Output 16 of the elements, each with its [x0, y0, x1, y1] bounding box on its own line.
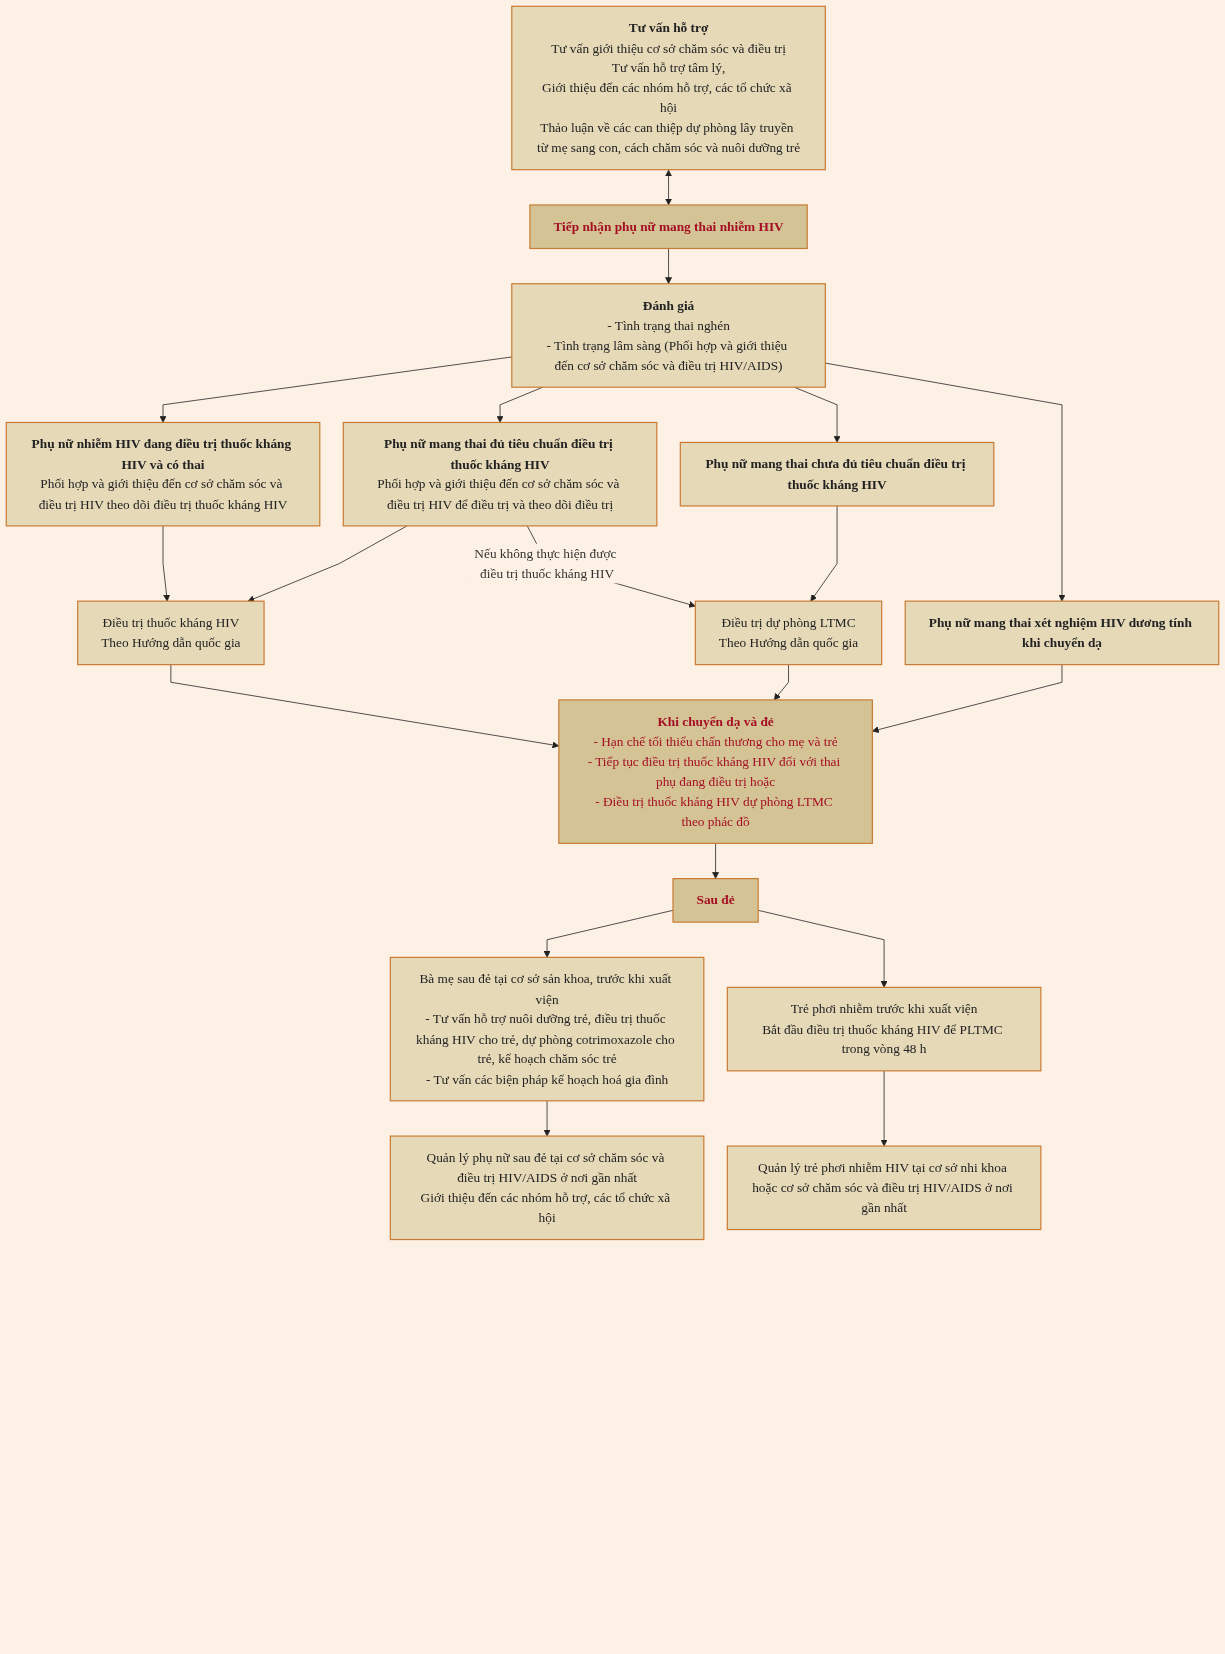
- node-box: Tiếp nhận phụ nữ mang thai nhiễm HIV: [529, 204, 808, 250]
- node-box: Điều trị dự phòng LTMC Theo Hướng dẫn quốc gia: [694, 600, 883, 666]
- node-box: Quản lý trẻ phơi nhiễm HIV tại cơ sở nhi khoa hoặc cơ sở chăm sóc và điều trị HIV/AIDS ở nơi gần nhất: [726, 1145, 1042, 1231]
- node-box: Quản lý phụ nữ sau đẻ tại cơ sở chăm sóc và điều trị HIV/AIDS ở nơi gần nhất Giới thiệu đến các nhóm hỗ trợ, các tổ chức xã hội: [389, 1135, 705, 1241]
- node-box: Đánh giá - Tình trạng thai nghén - Tình trạng lâm sàng (Phối hợp và giới thiệu đến cơ sở chăm sóc và điều trị HIV/AIDS): [511, 283, 826, 388]
- node-box: Bà mẹ sau đẻ tại cơ sở sản khoa, trước khi xuất viện - Tư vấn hỗ trợ nuôi dưỡng trẻ, điều trị thuốc kháng HIV cho trẻ, dự phòng cotrimoxazole cho trẻ, kế hoạch chăm sóc trẻ - Tư vấn các biện pháp kế hoạch hoá gia đình: [389, 956, 705, 1102]
- node-box: Phụ nữ mang thai xét nghiệm HIV dương tính khi chuyển dạ: [904, 600, 1220, 666]
- node-box: Tư vấn hỗ trợ Tư vấn giới thiệu cơ sở chăm sóc và điều trị Tư vấn hỗ trợ tâm lý, Giới thiệu đến các nhóm hỗ trợ, các tổ chức xã hội Thảo luận về các can thiệp dự phòng lây truyền từ mẹ sang con, cách chăm sóc và nuôi dưỡng trẻ: [511, 5, 826, 171]
- node-box: Phụ nữ mang thai chưa đủ tiêu chuẩn điều trị thuốc kháng HIV: [679, 441, 995, 507]
- node-box: Khi chuyển dạ và đẻ - Hạn chế tối thiểu chấn thương cho mẹ và trẻ - Tiếp tục điều trị thuốc kháng HIV đối với thai phụ đang điều trị hoặc - Điều trị thuốc kháng HIV dự phòng LTMC theo phác đồ: [558, 699, 873, 844]
- node-box: Phụ nữ nhiễm HIV đang điều trị thuốc kháng HIV và có thai Phối hợp và giới thiệu đến cơ sở chăm sóc và điều trị HIV theo dõi điều trị thuốc kháng HIV: [5, 421, 321, 527]
- node-box: Phụ nữ mang thai đủ tiêu chuẩn điều trị thuốc kháng HIV Phối hợp và giới thiệu đến cơ sở chăm sóc và điều trị HIV để điều trị và theo dõi điều trị: [342, 421, 658, 527]
- node-box: Sau đẻ: [672, 878, 759, 923]
- node-box: Trẻ phơi nhiễm trước khi xuất viện Bắt đầu điều trị thuốc kháng HIV để PLTMC trong vòng 48 h: [726, 986, 1042, 1072]
- node-box: Điều trị thuốc kháng HIV Theo Hướng dẫn quốc gia: [77, 600, 265, 666]
- edge-label: Nếu không thực hiện được điều trị thuốc kháng HIV: [474, 545, 617, 581]
